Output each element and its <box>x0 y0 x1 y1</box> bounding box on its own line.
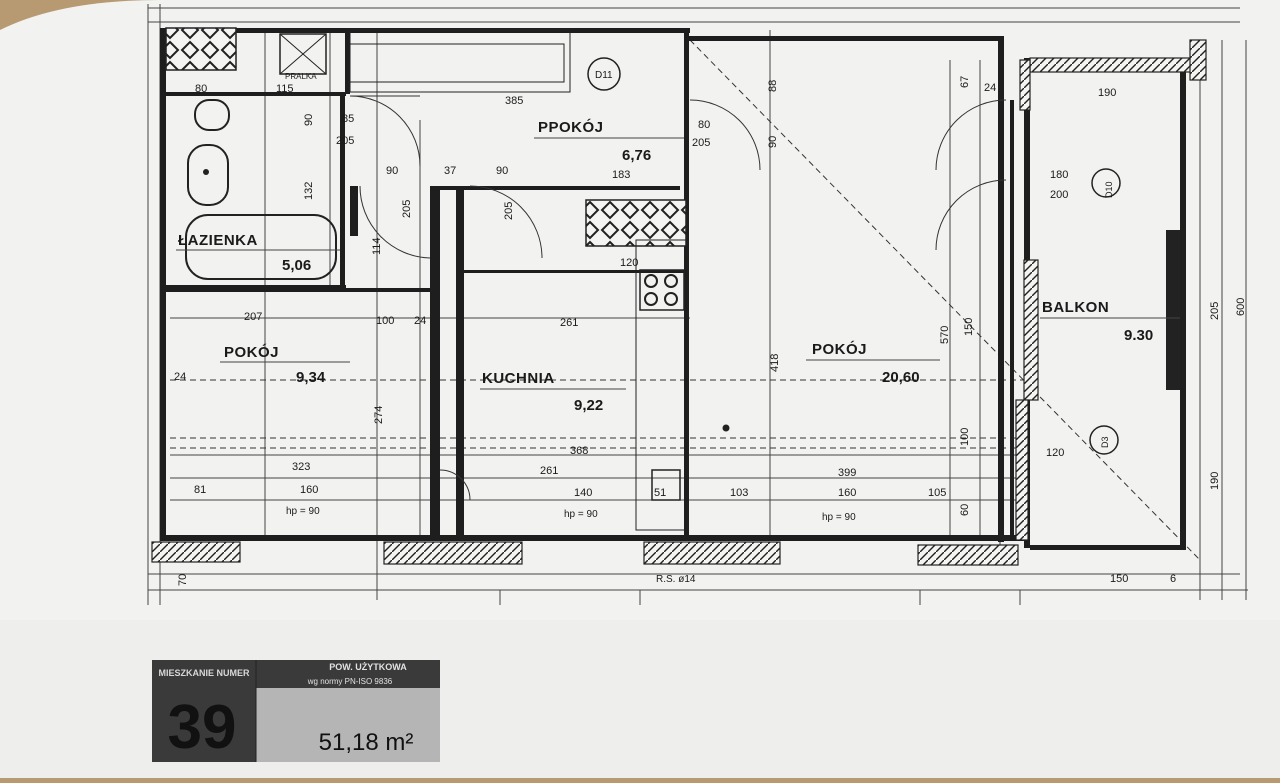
dim-label: 399 <box>838 467 856 479</box>
dim-label: 90 <box>386 165 398 177</box>
room-balcony-area: 9.30 <box>1124 327 1153 344</box>
dim-label: 207 <box>244 311 262 323</box>
structural-hatching <box>151 39 1207 566</box>
dim-label: 323 <box>292 461 310 473</box>
dim-label: 132 <box>303 182 315 200</box>
dim-label: 100 <box>376 315 394 327</box>
washer-label: PRALKA <box>285 72 317 81</box>
dim-label: 24 <box>414 315 426 327</box>
dim-label: 160 <box>838 487 856 499</box>
vent-label: D11 <box>595 70 613 81</box>
room-bathroom-area: 5,06 <box>282 257 311 274</box>
legend-unit-number: 39 <box>168 693 237 762</box>
dim-label: 67 <box>959 76 971 88</box>
dim-label: 190 <box>1098 87 1116 99</box>
dimension-labels: 80 115 385 90 85 205 132 114 90 37 90 18… <box>174 76 1247 586</box>
kitchen-fixtures <box>349 29 689 531</box>
dim-label: 205 <box>1209 302 1221 320</box>
room-hallway-name: PPOKÓJ <box>538 118 604 136</box>
dim-label: 205 <box>503 202 515 220</box>
fixture-labels: PRALKA D11 D10 D3 R.S. ø14 <box>285 70 1114 585</box>
dim-label: 274 <box>373 406 385 424</box>
dim-label: hp = 90 <box>564 509 598 520</box>
dim-label: 90 <box>767 136 779 148</box>
legend-unit-label: MIESZKANIE NUMER <box>158 668 250 678</box>
room-small-name: POKÓJ <box>224 343 279 361</box>
room-labels: ŁAZIENKA 5,06 PPOKÓJ 6,76 POKÓJ 9,34 KUC… <box>176 118 1180 414</box>
dim-label: 190 <box>1209 472 1221 490</box>
dimension-grid <box>147 4 1248 605</box>
dim-label: 90 <box>303 114 315 126</box>
dim-label: 81 <box>194 484 206 496</box>
dim-label: 418 <box>769 354 781 372</box>
unit-legend: MIESZKANIE NUMER 39 POW. UŻYTKOWA wg nor… <box>152 660 440 762</box>
dim-label: 120 <box>1046 447 1064 459</box>
dim-label: 140 <box>574 487 592 499</box>
dim-label: 180 <box>1050 169 1068 181</box>
legend-area-label: POW. UŻYTKOWA <box>329 662 407 672</box>
dim-label: 6 <box>1170 573 1176 585</box>
dim-label: 150 <box>1110 573 1128 585</box>
dim-label: 115 <box>276 83 294 95</box>
dim-label: 261 <box>540 465 558 477</box>
dim-label: 100 <box>959 428 971 446</box>
room-balcony-name: BALKON <box>1042 299 1109 316</box>
dim-label: 88 <box>767 80 779 92</box>
dim-label: 261 <box>560 317 578 329</box>
dim-label: 24 <box>174 371 186 383</box>
balcony-vent-label: D10 <box>1104 181 1114 198</box>
legend-area-value: 51,18 m² <box>319 729 414 756</box>
dim-label: hp = 90 <box>822 512 856 523</box>
room-large-area: 20,60 <box>882 369 920 386</box>
dim-label: 205 <box>336 135 354 147</box>
dim-label: 200 <box>1050 189 1068 201</box>
dim-label: 85 <box>342 113 354 125</box>
dim-label: 570 <box>939 326 951 344</box>
dim-label: 80 <box>698 119 710 131</box>
dim-label: hp = 90 <box>286 506 320 517</box>
room-bathroom-name: ŁAZIENKA <box>178 232 258 249</box>
dim-label: 160 <box>300 484 318 496</box>
doors <box>349 57 1121 501</box>
dim-label: 114 <box>371 237 383 255</box>
dim-label: 37 <box>444 165 456 177</box>
dim-label: 120 <box>620 257 638 269</box>
balcony-vent-label-2: D3 <box>1100 436 1110 448</box>
dim-label: 51 <box>654 487 666 499</box>
dim-label: 105 <box>928 487 946 499</box>
dim-label: 103 <box>730 487 748 499</box>
dim-label: 385 <box>505 95 523 107</box>
room-kitchen-area: 9,22 <box>574 397 603 414</box>
room-large-name: POKÓJ <box>812 340 867 358</box>
dim-label: 90 <box>496 165 508 177</box>
radiator-label: R.S. ø14 <box>656 574 696 585</box>
room-kitchen-name: KUCHNIA <box>482 370 555 387</box>
dim-label: 70 <box>177 574 189 586</box>
room-small-area: 9,34 <box>296 369 326 386</box>
bathroom-fixtures <box>165 27 337 280</box>
dim-label: 205 <box>401 200 413 218</box>
dim-label: 368 <box>570 445 588 457</box>
dim-label: 60 <box>959 504 971 516</box>
dim-label: 183 <box>612 169 630 181</box>
room-hallway-area: 6,76 <box>622 147 651 164</box>
legend-area-note: wg normy PN-ISO 9836 <box>307 677 393 686</box>
dim-label: 205 <box>692 137 710 149</box>
dim-label: 24 <box>984 82 996 94</box>
dim-label: 150 <box>963 318 975 336</box>
dim-label: 600 <box>1235 298 1247 316</box>
dim-label: 80 <box>195 83 207 95</box>
